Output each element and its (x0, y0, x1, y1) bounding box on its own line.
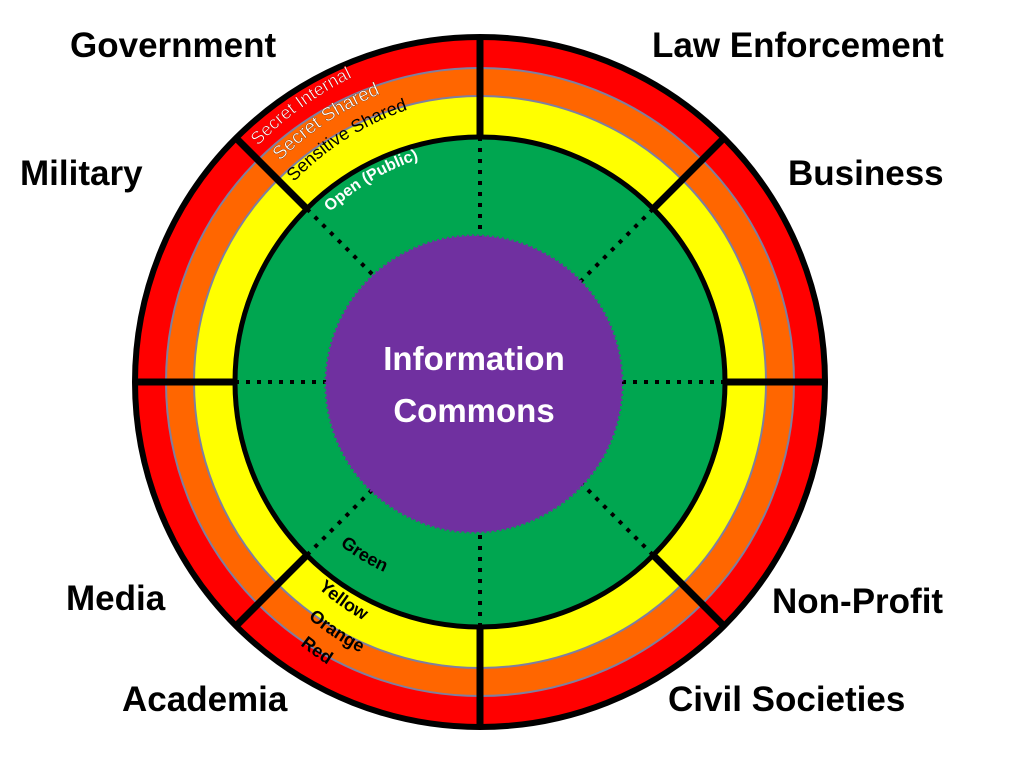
information-commons-circle (324, 234, 624, 534)
sector-label-non-profit: Non-Profit (772, 582, 944, 621)
sector-dividers (135, 37, 825, 727)
sector-label-military: Military (20, 154, 143, 193)
sector-label-government: Government (70, 26, 277, 65)
sector-label-media: Media (66, 579, 166, 618)
sector-label-law-enforcement: Law Enforcement (652, 26, 944, 65)
sector-label-business: Business (788, 154, 944, 193)
center-label-line2: Commons (393, 392, 554, 429)
sector-label-civil-societies: Civil Societies (668, 680, 906, 719)
center-label-line1: Information (383, 340, 564, 377)
sector-label-academia: Academia (122, 680, 288, 719)
